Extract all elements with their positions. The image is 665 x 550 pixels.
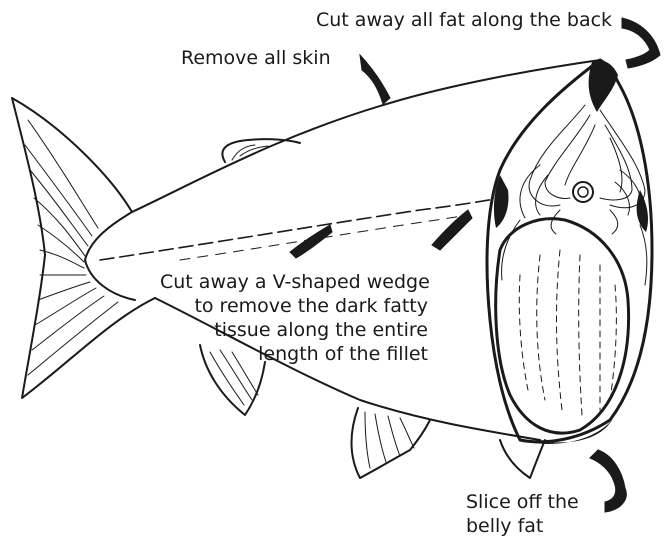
label-v-wedge-line: to remove the dark fatty: [160, 294, 428, 318]
label-v-wedge-line: length of the fillet: [160, 342, 428, 366]
label-skin: Remove all skin: [181, 46, 331, 70]
belly-cavity: [496, 219, 629, 433]
cavity-hatching: [519, 250, 616, 415]
arrow-back-fat: [622, 18, 660, 68]
label-v-wedge-line: Cut away a V-shaped wedge: [160, 270, 428, 294]
label-belly-fat-line: belly fat: [466, 514, 579, 538]
arrow-skin: [360, 55, 390, 104]
dark-fat-regions: [494, 61, 648, 444]
back-line: [132, 60, 600, 212]
label-back-fat: Cut away all fat along the back: [316, 8, 612, 32]
arrow-belly-fat: [590, 450, 626, 512]
label-v-wedge-line: tissue along the entire: [160, 318, 428, 342]
anal-fin: [352, 408, 431, 478]
spine: [573, 182, 593, 202]
tail-fin: [12, 98, 155, 398]
label-back-fat-text: Cut away all fat along the back: [316, 8, 612, 32]
label-belly-fat: Slice off the belly fat: [466, 490, 579, 538]
label-v-wedge: Cut away a V-shaped wedge to remove the …: [160, 270, 428, 366]
cross-section: [487, 60, 652, 442]
arrow-wedge-right: [432, 210, 472, 250]
tail-fin-rays: [25, 120, 118, 375]
label-belly-fat-line: Slice off the: [466, 490, 579, 514]
label-skin-text: Remove all skin: [181, 46, 331, 70]
